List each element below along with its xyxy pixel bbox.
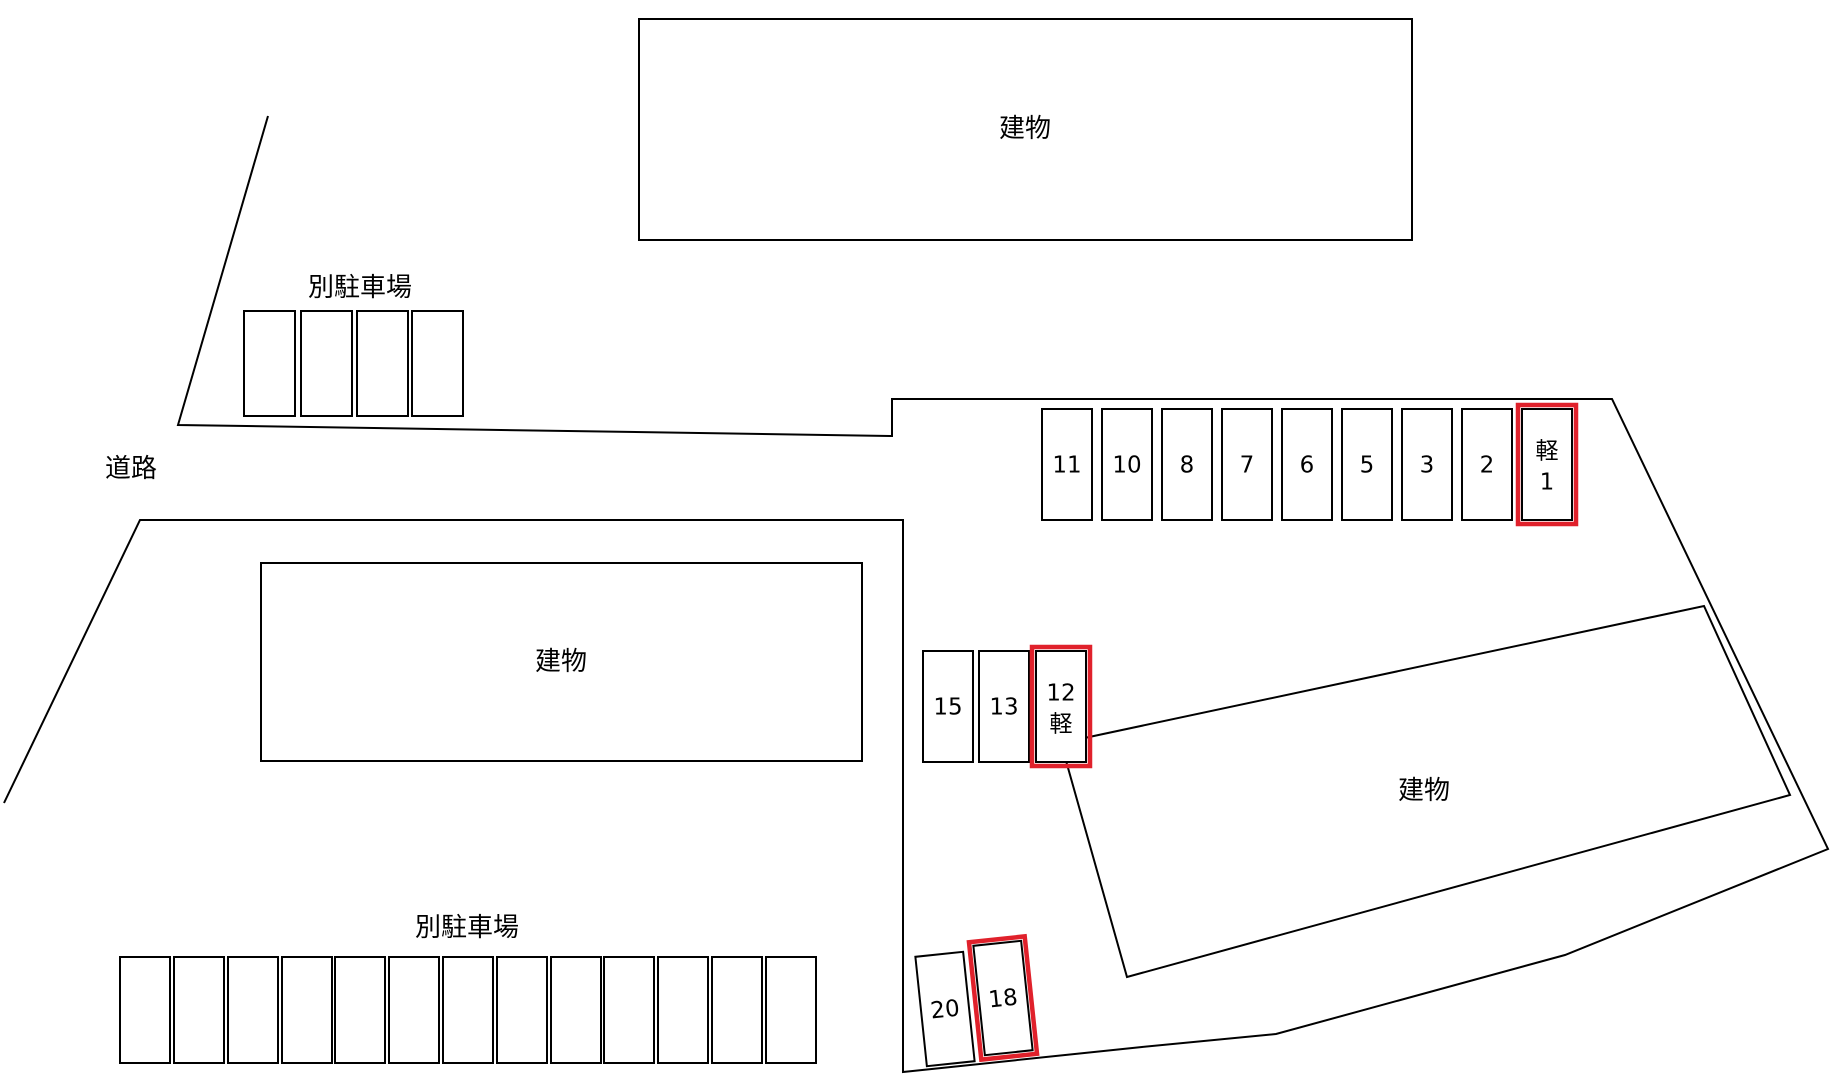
highlight-frame [1029, 644, 1093, 769]
separate-parking-space [711, 956, 763, 1064]
separate-parking-space [496, 956, 548, 1064]
separate-parking-space [334, 956, 386, 1064]
parking-space: 7 [1221, 408, 1273, 521]
separate-parking-space [300, 310, 353, 417]
highlight-frame [1515, 402, 1579, 527]
building-top [638, 18, 1413, 241]
parking-space-outline [1521, 408, 1573, 521]
parking-space-label: 10 [1112, 453, 1141, 479]
separate-parking-space [243, 310, 296, 417]
highlight-frame [966, 933, 1040, 1063]
parking-space: 3 [1401, 408, 1453, 521]
separate-parking-space [765, 956, 817, 1064]
separate-parking-upper [243, 310, 464, 417]
separate-parking-space [657, 956, 709, 1064]
parking-space-label: 8 [1180, 453, 1195, 479]
road-label: 道路 [105, 454, 157, 484]
parking-space-outline [1035, 650, 1087, 763]
parking-space-outline [1041, 408, 1093, 521]
building-right [1059, 604, 1792, 979]
parking-space: 5 [1341, 408, 1393, 521]
parking-space-label: 5 [1360, 453, 1375, 479]
parking-space: 15 [922, 650, 974, 763]
parking-row-middle: 15 13 12 軽 [922, 644, 1093, 769]
road-north-edge [3, 115, 1830, 1074]
building-top-label: 建物 [999, 114, 1051, 144]
parking-space: 8 [1161, 408, 1213, 521]
parking-space-label: 6 [1300, 453, 1315, 479]
parking-space-outline [1341, 408, 1393, 521]
parking-space-outline [1281, 408, 1333, 521]
building-left-label: 建物 [535, 647, 587, 677]
parking-space-outline [1101, 408, 1153, 521]
parking-space-label: 7 [1240, 453, 1255, 479]
parking-space-label: 13 [989, 695, 1018, 721]
separate-parking-space [173, 956, 225, 1064]
parking-space: 18 [966, 933, 1040, 1063]
separate-parking-space [603, 956, 655, 1064]
parking-space-outline [1221, 408, 1273, 521]
separate-parking-lower-label: 別駐車場 [415, 913, 519, 943]
separate-parking-space [227, 956, 279, 1064]
parking-space-outline [914, 950, 976, 1068]
separate-parking-space [119, 956, 171, 1064]
parking-space: 11 [1041, 408, 1093, 521]
parking-space-label: 3 [1420, 453, 1435, 479]
separate-parking-space [281, 956, 333, 1064]
building-left [260, 562, 863, 762]
parking-space: 2 [1461, 408, 1513, 521]
parking-space-outline [978, 650, 1030, 763]
parking-space-label: 軽 [1536, 439, 1559, 465]
parking-space-outline [972, 939, 1034, 1057]
separate-parking-space [550, 956, 602, 1064]
separate-parking-space [356, 310, 409, 417]
parking-space-outline [1161, 408, 1213, 521]
parking-space-label: 12 [1046, 681, 1075, 707]
parking-space: 13 [978, 650, 1030, 763]
parking-space: 軽1 [1515, 402, 1579, 527]
parking-space-outline [1401, 408, 1453, 521]
parking-space: 10 [1101, 408, 1153, 521]
parking-space-outline [922, 650, 974, 763]
separate-parking-space [442, 956, 494, 1064]
parking-space-outline [1461, 408, 1513, 521]
separate-parking-space [411, 310, 464, 417]
separate-parking-space [388, 956, 440, 1064]
parking-space-label: 20 [929, 996, 961, 1025]
parking-space-label: 15 [933, 695, 962, 721]
building-right-label: 建物 [1398, 776, 1450, 806]
parking-space: 12 軽 [1029, 644, 1093, 769]
parking-space-label: 11 [1052, 453, 1081, 479]
parking-space: 6 [1281, 408, 1333, 521]
parking-space-label: 18 [987, 985, 1019, 1014]
parking-space-label: 2 [1480, 453, 1495, 479]
parking-space-label-secondary: 軽 [1050, 712, 1073, 738]
parking-space-label-secondary: 1 [1540, 470, 1555, 496]
parking-space: 20 [914, 950, 976, 1068]
separate-parking-lower [119, 956, 817, 1064]
separate-parking-upper-label: 別駐車場 [308, 273, 412, 303]
